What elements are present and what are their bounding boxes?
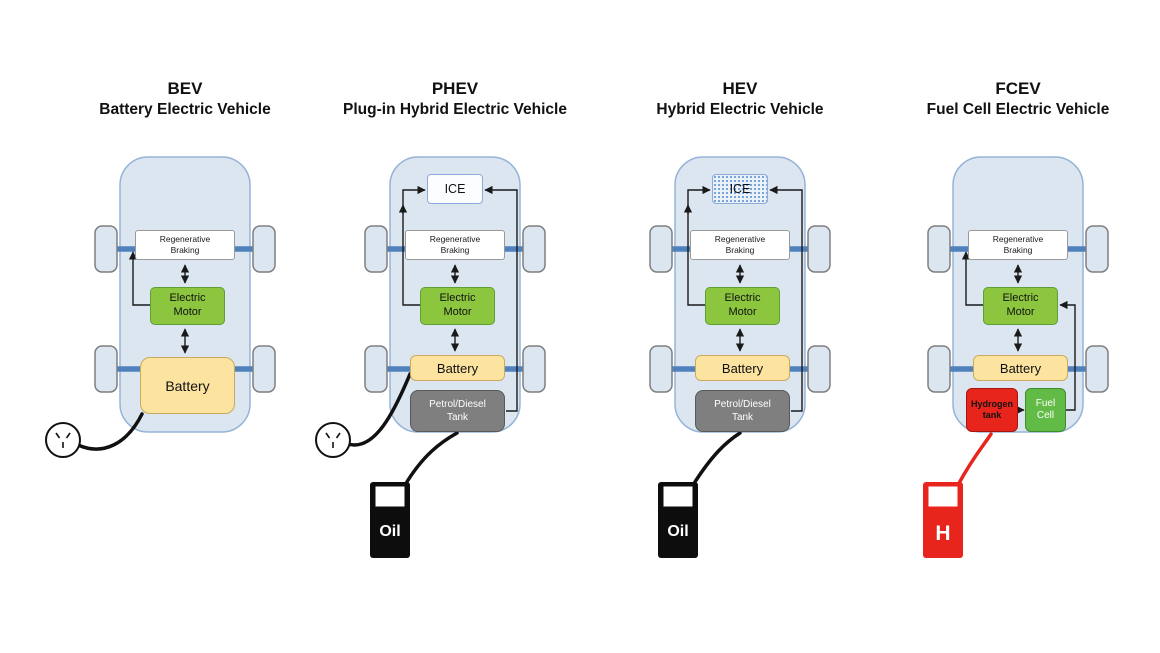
power-plug-icon [45,422,81,458]
hev-acronym: HEV [722,79,758,98]
phev-full-name: Plug-in Hybrid Electric Vehicle [343,101,567,118]
motor-label-line2: Motor [728,306,757,318]
oil-pump-icon: Oil [658,482,698,558]
petrol-diesel-tank-box: Petrol/Diesel Tank [410,390,505,432]
fuel-cell-label-line2: Cell [1036,410,1055,421]
motor-label-line1: Electric [724,292,761,305]
regen-label-line1: Regenerative [992,233,1044,244]
fuel-cell-box: Fuel Cell [1025,388,1066,432]
phev-acronym: PHEV [431,79,479,98]
fcev-full-name: Fuel Cell Electric Vehicle [926,101,1110,118]
regenerative-braking-box: Regenerative Braking [405,230,505,260]
hev-full-name: Hybrid Electric Vehicle [656,101,824,118]
hev-diagram: Oil ICE Regenerative Braking Electric Mo… [600,152,880,582]
hydrogen-pump-label: H [935,522,950,545]
hydrogen-pump-icon: H [923,482,963,558]
phev-title: PHEV Plug-in Hybrid Electric Vehicle [315,78,595,124]
regen-label-line2: Braking [1003,245,1033,255]
regen-label-line2: Braking [170,245,200,255]
bev-acronym: BEV [167,79,203,98]
petrol-diesel-tank-box: Petrol/Diesel Tank [695,390,790,432]
tank-label-line1: Petrol/Diesel [429,399,486,410]
regen-label-line2: Braking [440,245,470,255]
oil-pump-label: Oil [667,523,688,540]
wheels [927,225,1109,393]
regen-label-line2: Braking [725,245,755,255]
fcev-title: FCEV Fuel Cell Electric Vehicle [878,78,1158,124]
power-plug-icon [315,422,351,458]
regen-label-line1: Regenerative [159,233,211,244]
oil-pump-label: Oil [379,523,400,540]
fcev-acronym: FCEV [995,79,1041,98]
tank-label-line2: Tank [731,412,754,423]
charging-cable [76,412,144,451]
ice-box: ICE [712,174,768,204]
ice-box: ICE [427,174,483,204]
tank-label-line1: Petrol/Diesel [714,399,771,410]
bev-panel: BEV Battery Electric Vehicle [45,78,325,582]
hydrogen-label-line2: tank [982,410,1002,420]
battery-label: Battery [165,377,210,394]
motor-label-line2: Motor [443,306,472,318]
battery-label: Battery [436,360,479,376]
electric-motor-box: Electric Motor [150,287,225,325]
fuel-hose [691,431,742,487]
electric-motor-box: Electric Motor [983,287,1058,325]
electric-motor-box: Electric Motor [705,287,780,325]
phev-panel: PHEV Plug-in Hybrid Electric Vehicle [315,78,595,582]
oil-pump-icon: Oil [370,482,410,558]
hydrogen-tank-box: Hydrogen tank [966,388,1018,432]
fuel-hose [403,431,459,487]
hydrogen-label-line1: Hydrogen [970,398,1013,409]
ice-label: ICE [444,182,466,196]
ice-label: ICE [729,182,751,196]
regenerative-braking-box: Regenerative Braking [968,230,1068,260]
hydrogen-hose [956,432,993,487]
battery-box: Battery [695,355,790,381]
motor-label-line1: Electric [1002,292,1039,305]
fuel-cell-label-line1: Fuel [1035,397,1056,409]
bev-full-name: Battery Electric Vehicle [99,101,271,118]
regenerative-braking-box: Regenerative Braking [690,230,790,260]
fcev-diagram: H Regenerative Braking Electric Motor Ba… [878,152,1158,582]
fcev-panel: FCEV Fuel Cell Electric Vehicle [878,78,1158,582]
battery-box: Battery [410,355,505,381]
wheels [94,225,276,393]
battery-label: Battery [721,360,764,376]
power-flow-arrows [683,185,803,412]
regen-label-line1: Regenerative [714,233,766,244]
wheels [649,225,831,393]
tank-label-line2: Tank [446,412,469,423]
phev-diagram: Oil ICE Regenerative Braking Electric Mo… [315,152,595,582]
power-flow-arrows [128,251,190,354]
regenerative-braking-box: Regenerative Braking [135,230,235,260]
battery-label: Battery [999,360,1042,376]
battery-box: Battery [140,357,235,414]
regen-label-line1: Regenerative [429,233,481,244]
charging-cable [346,372,412,447]
bev-diagram: Regenerative Braking Electric Motor Batt… [45,152,325,582]
bev-title: BEV Battery Electric Vehicle [45,78,325,124]
battery-box: Battery [973,355,1068,381]
hev-panel: HEV Hybrid Electric Vehicle [600,78,880,582]
motor-label-line2: Motor [1006,306,1035,318]
power-flow-arrows [398,185,518,412]
wheels [364,225,546,393]
hev-title: HEV Hybrid Electric Vehicle [600,78,880,124]
motor-label-line1: Electric [439,292,476,305]
power-flow-arrows [961,251,1076,415]
motor-label-line2: Motor [173,306,202,318]
motor-label-line1: Electric [169,292,206,305]
electric-motor-box: Electric Motor [420,287,495,325]
